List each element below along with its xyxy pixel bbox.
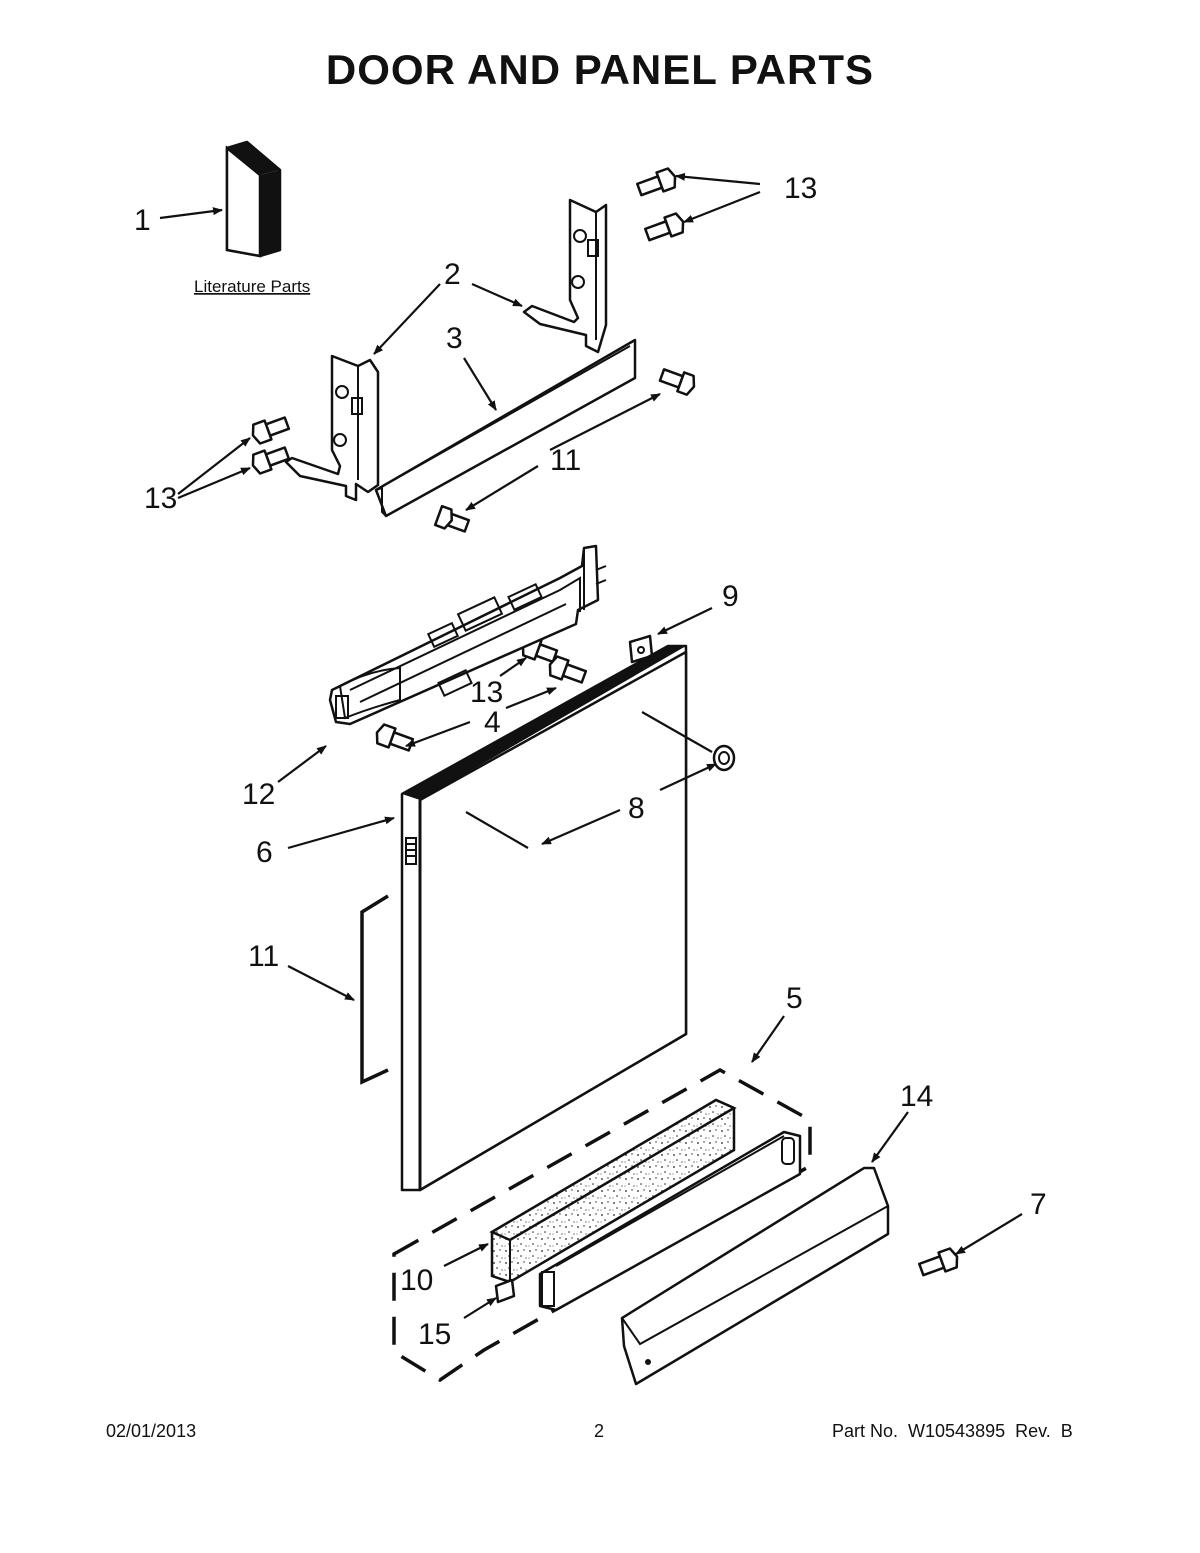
callout-5: 5 [786, 982, 803, 1015]
callout-4: 4 [484, 706, 501, 739]
callout-9: 9 [722, 580, 739, 613]
kick-panel-inner [538, 1130, 802, 1312]
callout-6: 6 [256, 836, 273, 869]
leader-lines [159, 172, 1023, 1319]
part-15-small-clip [494, 1278, 516, 1304]
screw-4-left [375, 723, 415, 752]
footer-part-number: Part No. W10543895 Rev. B [832, 1421, 1073, 1441]
callout-numbers: 1 2 3 13 11 13 9 13 4 12 8 6 11 5 14 7 1… [134, 172, 1047, 1351]
part-12-control-console [328, 544, 607, 726]
part-2-hinge-bracket-left [284, 354, 380, 502]
screw-13-left-upper [251, 416, 291, 445]
callout-12: 12 [242, 778, 275, 811]
literature-parts-label: Literature Parts [194, 277, 310, 296]
page-title: DOOR AND PANEL PARTS [325, 46, 875, 93]
callout-3: 3 [446, 322, 463, 355]
callout-14: 14 [900, 1080, 933, 1113]
callout-15: 15 [418, 1318, 451, 1351]
footer-date: 02/01/2013 [106, 1421, 197, 1441]
callout-11-side: 11 [248, 940, 279, 973]
part-14-toe-panel [620, 1166, 890, 1386]
part-1-literature-booklet [225, 140, 282, 258]
callout-11-top: 11 [550, 444, 581, 477]
part-2-hinge-bracket-right [522, 198, 608, 354]
part-10-foam-insulation [489, 1098, 737, 1284]
screw-13-upper [636, 167, 677, 197]
screw-4-right [548, 655, 588, 684]
callout-8: 8 [628, 792, 645, 825]
footer-page-number: 2 [594, 1421, 605, 1441]
part-6-door-panel [400, 644, 713, 1192]
callout-13-top: 13 [784, 172, 817, 205]
screw-13-left-lower [251, 446, 291, 475]
screws-group [251, 167, 959, 1277]
part-11-side-gasket [360, 894, 389, 1085]
part-3-top-rail [374, 338, 637, 518]
callout-13-left: 13 [144, 482, 177, 515]
screw-11-bottom [433, 504, 471, 533]
callout-7: 7 [1030, 1188, 1047, 1221]
door-vent-slots [405, 837, 417, 865]
callout-1: 1 [134, 204, 151, 237]
callout-2: 2 [444, 258, 461, 291]
callout-10: 10 [400, 1264, 433, 1297]
callout-13-console: 13 [470, 676, 503, 709]
screw-7 [918, 1247, 959, 1277]
screw-13-lower [644, 212, 685, 242]
screw-11-top [658, 368, 696, 396]
